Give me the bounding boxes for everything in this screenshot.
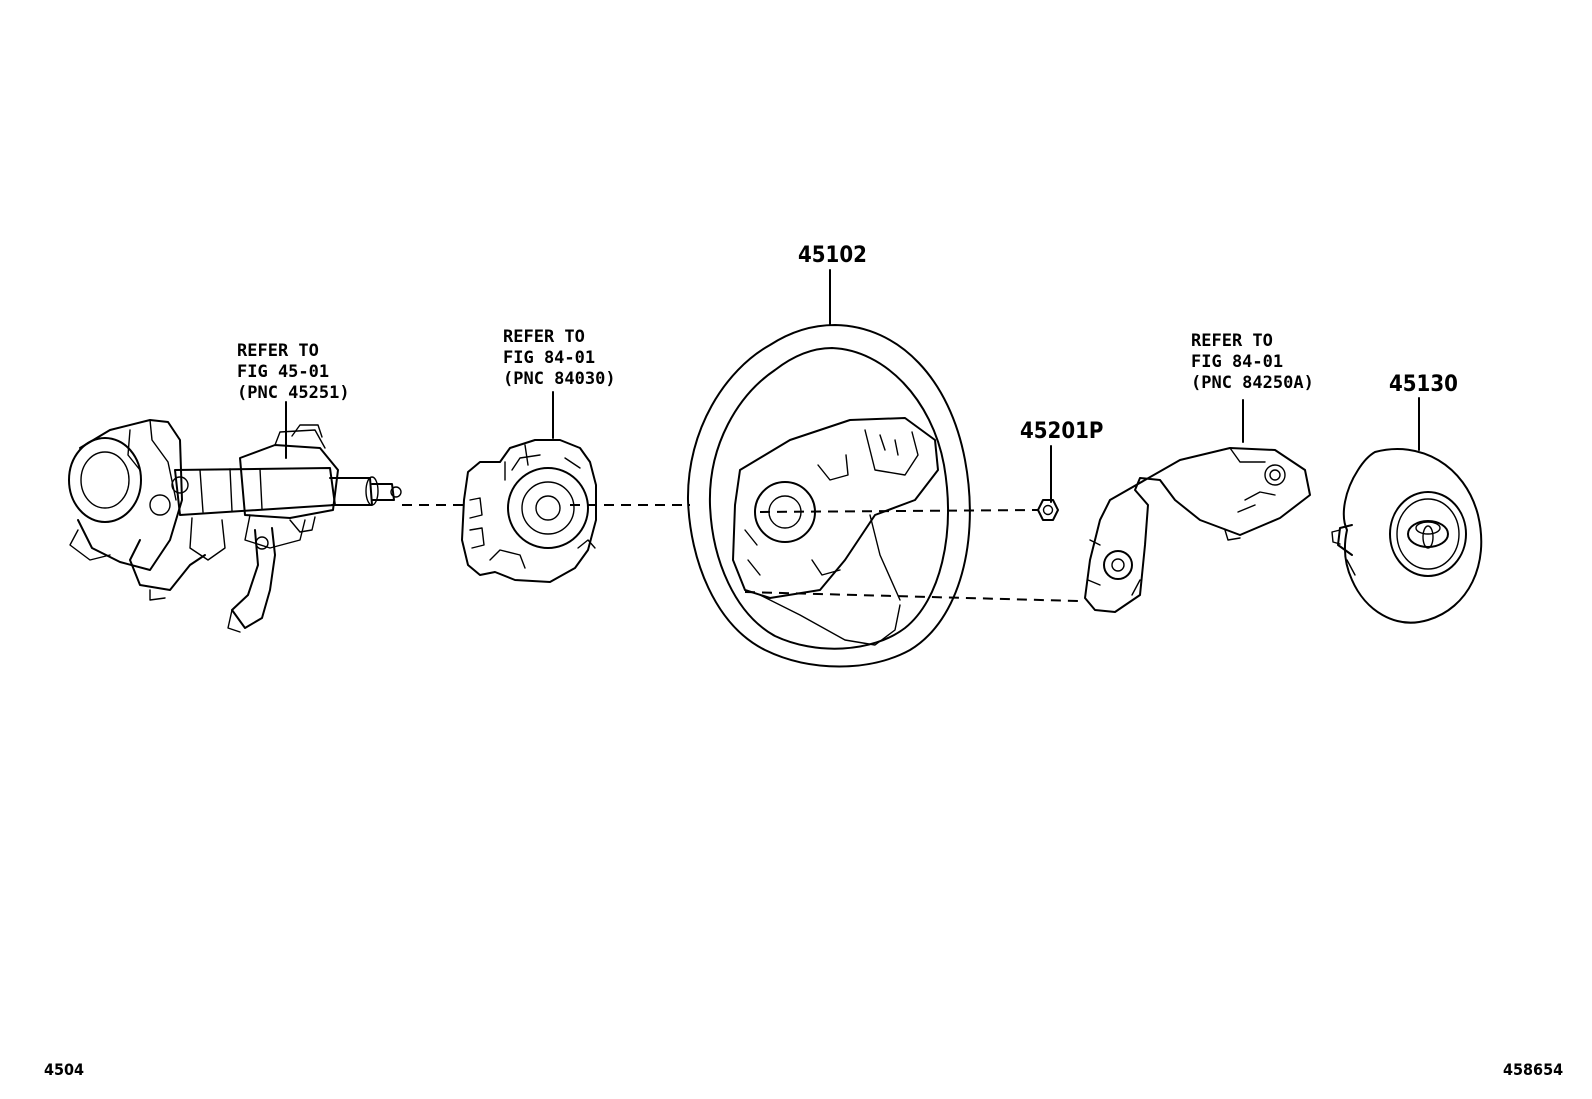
callout-line: REFER TO	[237, 341, 319, 361]
spiral-cable-drawing	[461, 439, 597, 583]
horn-pad-drawing	[1331, 448, 1483, 624]
steering-wheel-drawing	[686, 324, 971, 668]
callout-line: FIG 45-01	[237, 362, 329, 382]
callout-line: (PNC 84030)	[503, 369, 616, 389]
callout-line: REFER TO	[503, 327, 585, 347]
toyota-logo-icon	[1407, 520, 1449, 549]
callout-switch-ref: REFER TO FIG 84-01 (PNC 84250A)	[1191, 331, 1314, 393]
nut-drawing	[1037, 499, 1059, 521]
part-number-wheel: 45102	[798, 243, 867, 268]
callout-line: (PNC 45251)	[237, 383, 350, 403]
callout-line: (PNC 84250A)	[1191, 373, 1314, 393]
callout-line: FIG 84-01	[1191, 352, 1283, 372]
part-number-nut: 45201P	[1020, 419, 1103, 444]
assembly-line	[759, 509, 1039, 513]
callout-spiral-ref: REFER TO FIG 84-01 (PNC 84030)	[503, 327, 616, 389]
footer-right-code: 458654	[1503, 1060, 1563, 1079]
callout-line: FIG 84-01	[503, 348, 595, 368]
steering-switch-drawing	[1084, 447, 1311, 613]
callout-column-ref: REFER TO FIG 45-01 (PNC 45251)	[237, 341, 350, 403]
footer-left-code: 4504	[44, 1060, 84, 1079]
steering-column-drawing	[68, 419, 402, 633]
part-number-pad: 45130	[1389, 372, 1458, 397]
callout-line: REFER TO	[1191, 331, 1273, 351]
